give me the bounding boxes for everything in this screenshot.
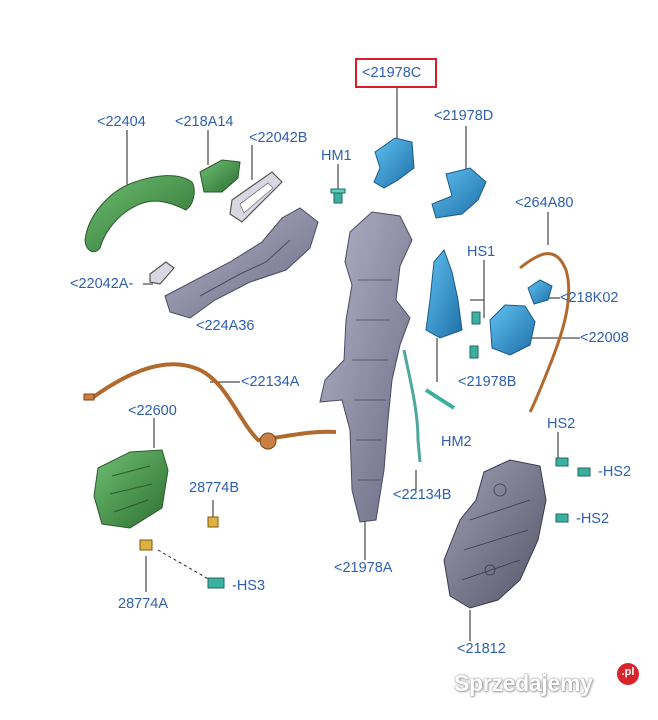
- label-218K02: <218K02: [560, 290, 619, 306]
- label-264A80: <264A80: [515, 195, 574, 211]
- label-28774A: 28774A: [118, 596, 168, 612]
- label-HS2-low: -HS2: [576, 511, 610, 527]
- label-22134B: <22134B: [393, 487, 452, 503]
- label-21978D: <21978D: [434, 108, 494, 124]
- label-22042B: <22042B: [249, 130, 308, 146]
- label-HS1: HS1: [467, 244, 496, 260]
- label-HM1: HM1: [321, 148, 352, 164]
- label-21978B: <21978B: [458, 374, 517, 390]
- part-HS3-screw: [207, 577, 225, 589]
- label-22008: <22008: [580, 330, 629, 346]
- part-22008-housing: [489, 304, 536, 356]
- part-HS1-screws: [469, 311, 481, 359]
- label-22600: <22600: [128, 403, 177, 419]
- part-218A14-cap: [199, 159, 241, 193]
- label-HM2: HM2: [441, 434, 472, 450]
- part-264A80-cable: [519, 252, 571, 413]
- part-218K02-clip: [527, 279, 553, 305]
- part-21978A-inner-frame: [319, 211, 413, 523]
- label-22042A: <22042A-: [70, 276, 134, 292]
- part-22404-outer-handle: [84, 175, 195, 253]
- part-224A36-handle-frame: [164, 207, 319, 319]
- part-21812-latch: [443, 459, 547, 609]
- watermark-text: Sprzedajemy: [454, 670, 593, 696]
- part-HS2-screws: [555, 457, 591, 523]
- label-HS2-mid: -HS2: [598, 464, 632, 480]
- part-21978C-bracket: [373, 137, 415, 189]
- label-218A14: <218A14: [175, 114, 234, 130]
- label-28774B: 28774B: [189, 480, 239, 496]
- label-22404: <22404: [97, 114, 146, 130]
- label-HS3: -HS3: [232, 578, 266, 594]
- part-28774B-clip: [207, 516, 219, 528]
- part-28774A-clip: [139, 539, 153, 551]
- label-21812: <21812: [457, 641, 506, 657]
- part-HM1-screw: [330, 188, 346, 204]
- part-21978D-bracket: [431, 167, 487, 219]
- part-22134B-rod: [402, 349, 422, 463]
- part-21978B-bracket: [425, 249, 463, 339]
- watermark-badge: .pl: [617, 663, 639, 685]
- part-22042A-gasket: [149, 261, 175, 285]
- label-224A36: <224A36: [196, 318, 255, 334]
- label-21978A: <21978A: [334, 560, 393, 576]
- label-HS2-top: HS2: [547, 416, 576, 432]
- label-22134A: <22134A: [241, 374, 300, 390]
- watermark-badge-text: .pl: [621, 666, 635, 678]
- part-22134A-cable: [90, 362, 337, 443]
- highlight-box-21978C: [355, 58, 437, 88]
- label-21978C: <21978C: [362, 65, 422, 81]
- part-HM2-screw: [424, 388, 456, 410]
